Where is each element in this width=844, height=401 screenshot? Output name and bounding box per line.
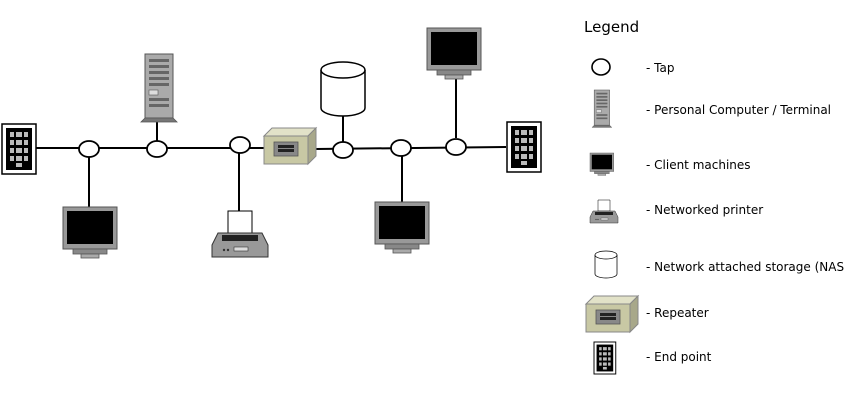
personal-computer-terminal xyxy=(140,53,178,123)
repeater xyxy=(263,127,317,165)
tap-3 xyxy=(229,136,251,154)
end-point-icon xyxy=(593,341,617,375)
legend-label-repeater: - Repeater xyxy=(646,306,709,320)
legend-label-printer: - Networked printer xyxy=(646,203,763,217)
end-point-right xyxy=(506,121,542,173)
legend-label-tap: - Tap xyxy=(646,61,674,75)
taps xyxy=(78,136,467,159)
client-machine-3 xyxy=(426,27,482,80)
tap-5 xyxy=(390,139,412,157)
legend-title: Legend xyxy=(584,18,639,36)
tap-4 xyxy=(332,141,354,159)
networked-printer xyxy=(211,210,269,258)
legend-label-client: - Client machines xyxy=(646,158,751,172)
personal-computer-terminal-icon xyxy=(591,89,613,128)
repeater-icon xyxy=(585,295,639,333)
networked-printer-icon xyxy=(589,199,619,224)
legend-label-pc: - Personal Computer / Terminal xyxy=(646,103,831,117)
network-attached-storage xyxy=(320,61,366,117)
end-point-left xyxy=(1,123,37,175)
legend: Legend - Tap - Personal Computer / Termi… xyxy=(584,18,844,375)
client-machine-1 xyxy=(62,206,118,259)
client-machine-icon xyxy=(589,152,614,176)
tap-2 xyxy=(146,140,168,158)
client-machine-2 xyxy=(374,201,430,254)
tap-1 xyxy=(78,140,100,158)
nas-icon xyxy=(594,250,618,279)
legend-label-end-point: - End point xyxy=(646,350,712,364)
tap-icon xyxy=(591,58,611,76)
tap-6 xyxy=(445,138,467,156)
legend-label-nas: - Network attached storage (NAS) xyxy=(646,260,844,274)
